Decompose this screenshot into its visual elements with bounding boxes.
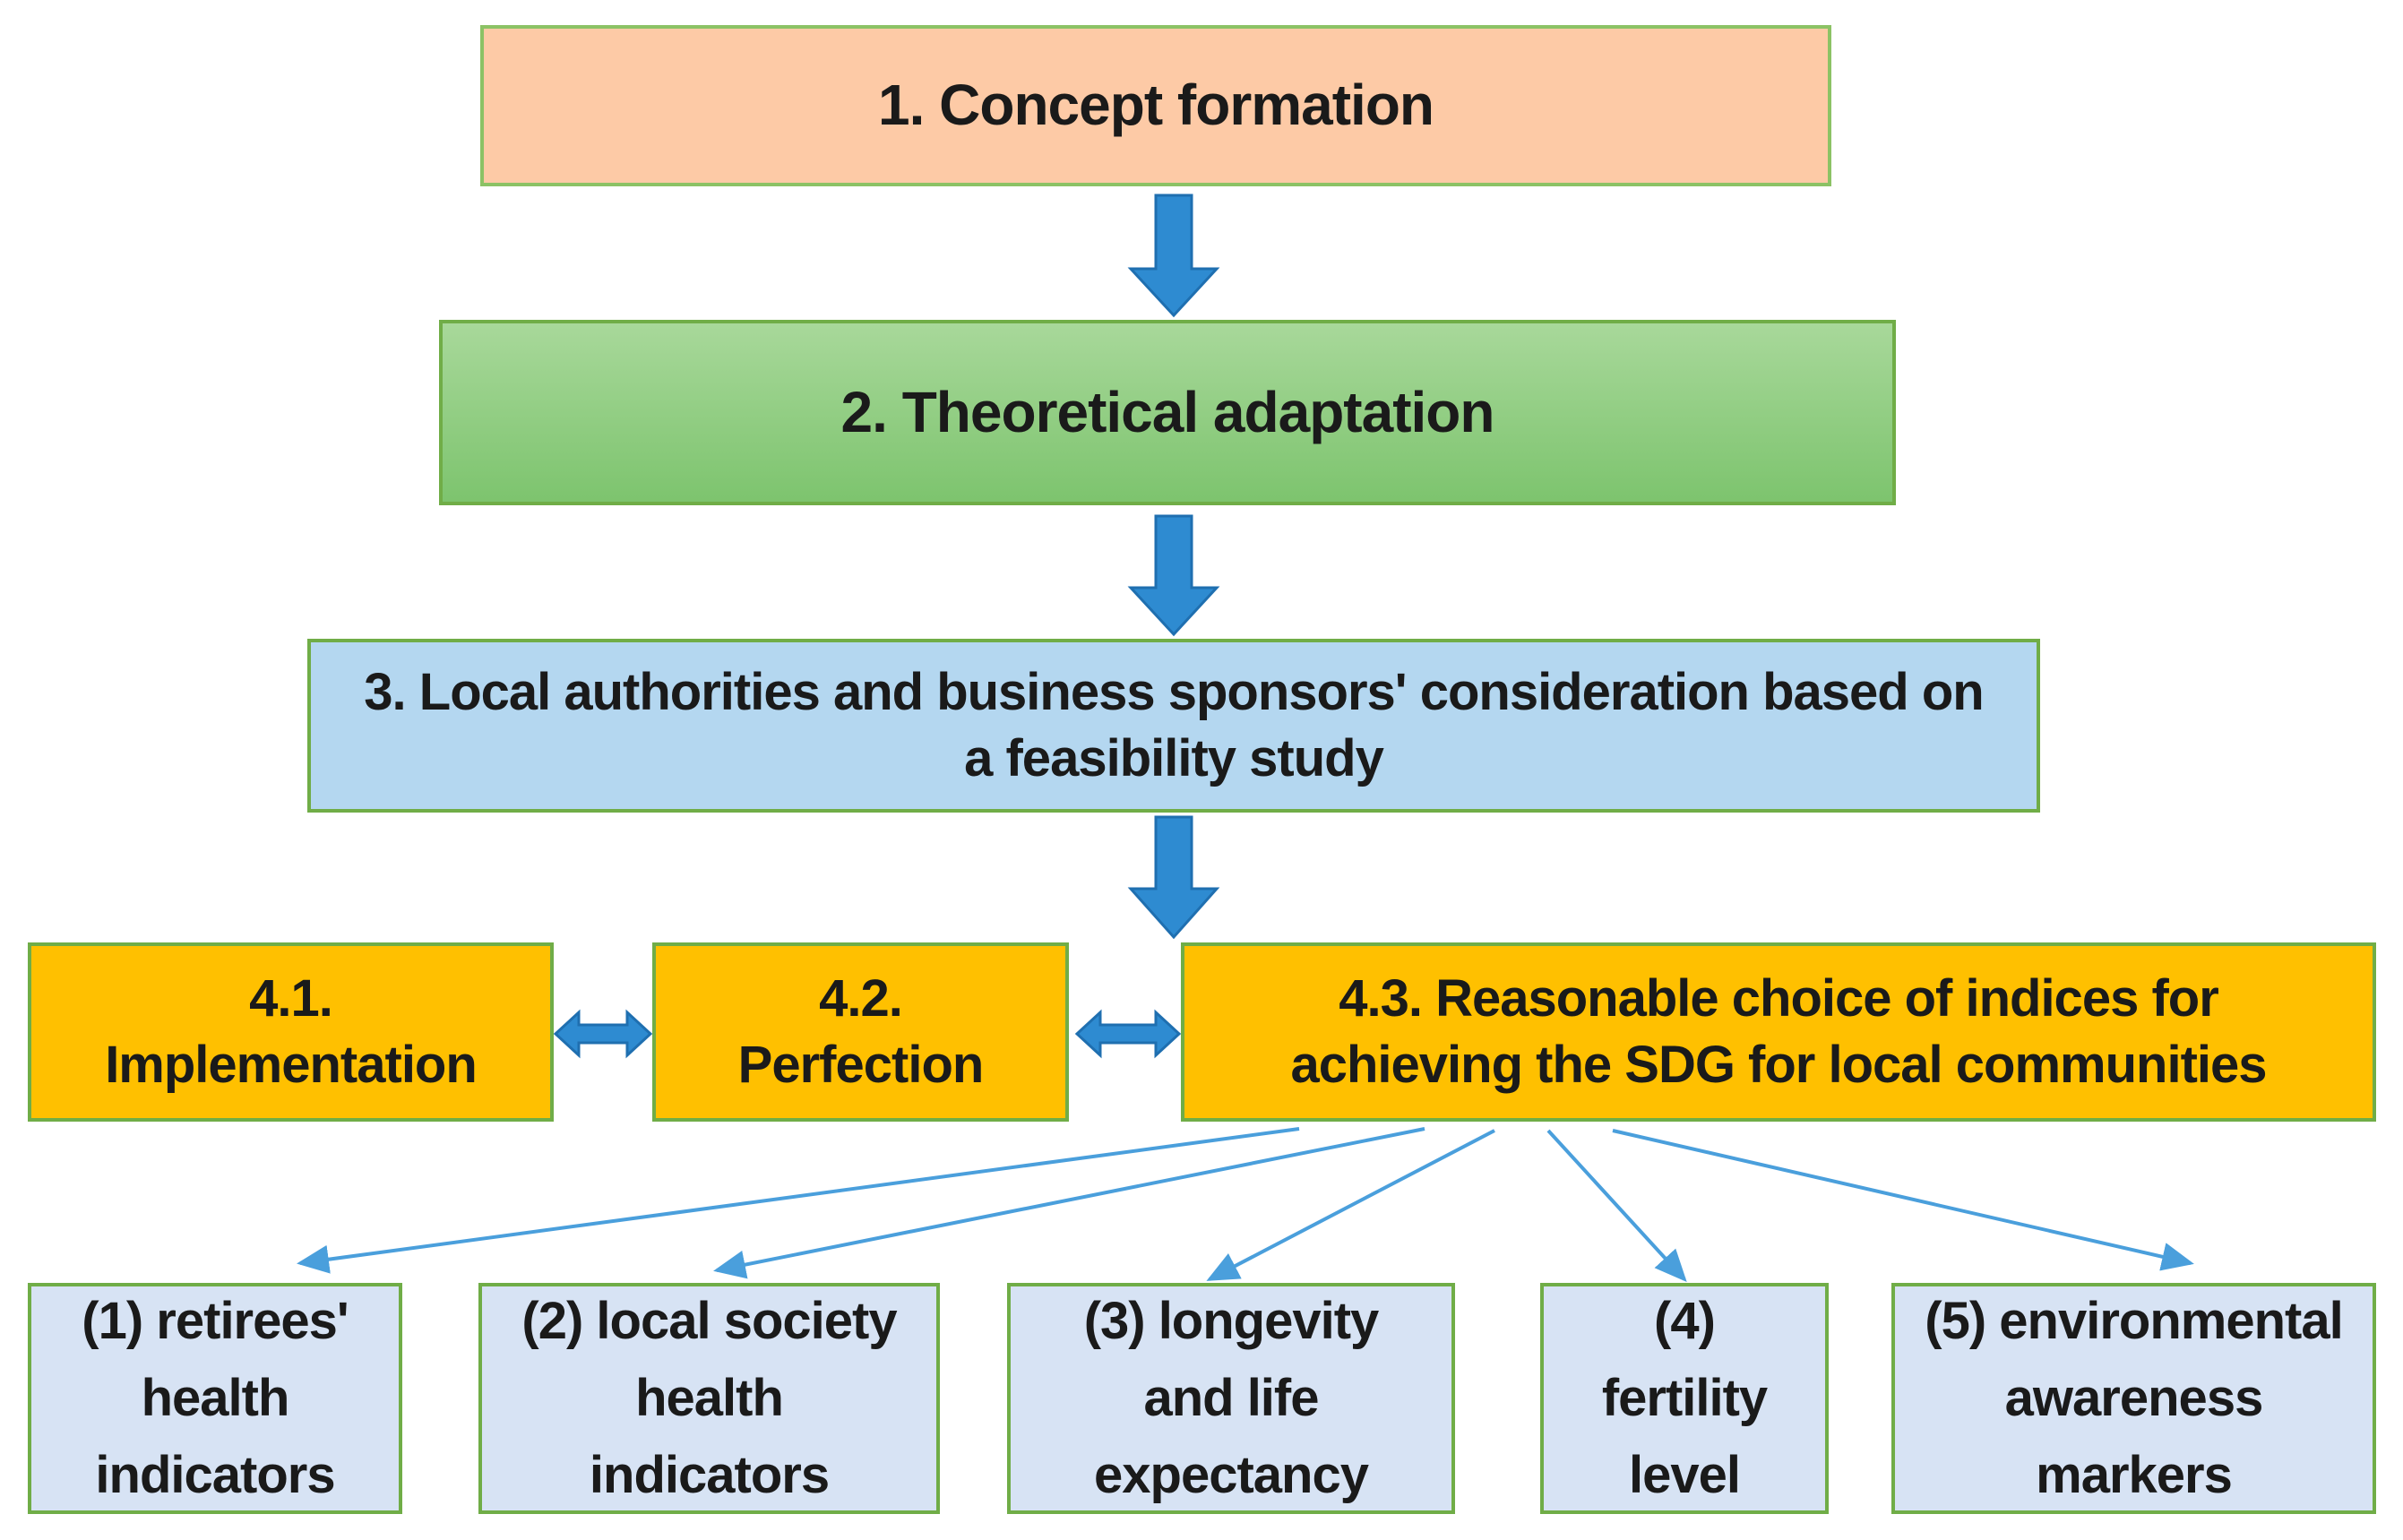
index-local-society-health: (2) local society health indicators: [478, 1283, 940, 1514]
step-4-2-label: Perfection: [737, 1036, 985, 1094]
step-4-1-label: Implementation: [105, 1036, 478, 1094]
arrow-step3-to-step4: [1127, 815, 1220, 940]
branch-arrow-3: [1206, 1129, 1495, 1281]
double-arrow-4-1-4-2: [553, 1009, 653, 1059]
index-retirees-health: (1) retirees' health indicators: [28, 1283, 402, 1514]
step-2-theoretical-adaptation: 2. Theoretical adaptation: [439, 320, 1896, 505]
index-2-line-1: (2) local society: [521, 1292, 897, 1351]
step-4-3-indices-choice: 4.3. Reasonable choice of indices for ac…: [1181, 942, 2376, 1122]
index-1-line-2: health: [141, 1369, 290, 1428]
index-fertility: (4) fertility level: [1540, 1283, 1829, 1514]
index-5-line-1: (5) environmental: [1925, 1292, 2343, 1351]
branch-arrow-4: [1546, 1129, 1687, 1282]
index-2-line-2: health: [635, 1369, 784, 1428]
step-4-2-number: 4.2.: [819, 968, 903, 1028]
index-5-line-2: awareness: [2004, 1369, 2264, 1428]
index-environmental-awareness: (5) environmental awareness markers: [1891, 1283, 2376, 1514]
step-4-1-number: 4.1.: [249, 968, 333, 1028]
step-3-label-line-2: a feasibility study: [964, 729, 1384, 787]
step-1-label: 1. Concept formation: [877, 73, 1434, 138]
index-4-line-2: fertility: [1601, 1369, 1768, 1428]
step-3-local-authorities: 3. Local authorities and business sponso…: [307, 639, 2040, 813]
step-4-3-label-line-1: 4.3. Reasonable choice of indices for: [1339, 968, 2219, 1028]
step-4-3-label-line-2: achieving the SDG for local communities: [1290, 1036, 2267, 1094]
index-4-line-1: (4): [1654, 1292, 1716, 1351]
step-2-label: 2. Theoretical adaptation: [840, 379, 1495, 444]
index-5-line-3: markers: [2036, 1445, 2233, 1504]
step-4-1-implementation: 4.1. Implementation: [28, 942, 554, 1122]
index-1-line-1: (1) retirees': [82, 1292, 349, 1351]
index-3-line-1: (3) longevity: [1083, 1292, 1380, 1351]
double-arrow-4-2-4-3: [1074, 1009, 1182, 1059]
branch-arrow-1: [297, 1127, 1300, 1274]
index-2-line-3: indicators: [589, 1445, 830, 1504]
step-3-label-line-1: 3. Local authorities and business sponso…: [364, 662, 1984, 721]
branch-arrow-5: [1612, 1129, 2194, 1271]
index-3-line-2: and life: [1143, 1369, 1319, 1428]
index-4-line-3: level: [1629, 1445, 1741, 1504]
index-longevity: (3) longevity and life expectancy: [1007, 1283, 1455, 1514]
arrow-step2-to-step3: [1127, 514, 1220, 637]
branch-arrow-2: [713, 1127, 1425, 1279]
step-1-concept-formation: 1. Concept formation: [480, 25, 1831, 186]
index-1-line-3: indicators: [95, 1445, 335, 1504]
arrow-step1-to-step2: [1127, 194, 1220, 318]
step-4-2-perfection: 4.2. Perfection: [652, 942, 1069, 1122]
index-3-line-3: expectancy: [1094, 1445, 1369, 1504]
